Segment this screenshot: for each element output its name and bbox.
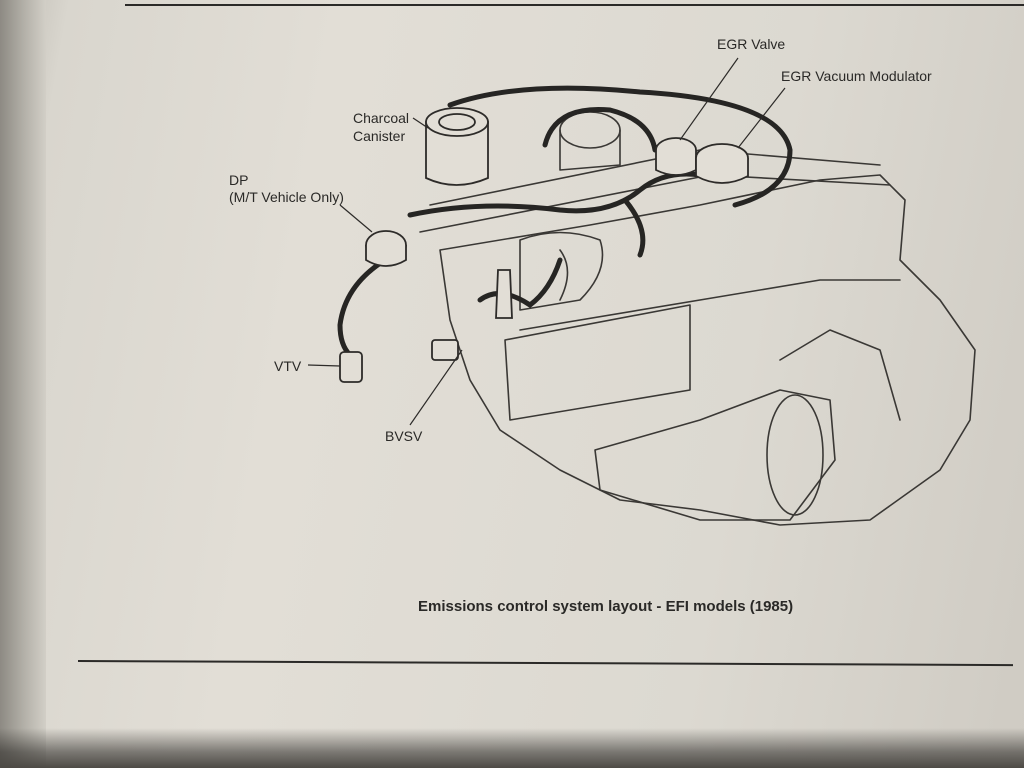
page-edge-shadow [0,728,1024,768]
vtv-unit [339,351,363,383]
charcoal-canister [425,121,489,186]
leader-egr-valve [679,57,739,141]
leader-bvsv [409,349,463,426]
book-spine-shadow [0,0,46,768]
label-dp: DP [229,172,249,188]
hose-dp [407,171,703,218]
label-egr-valve: EGR Valve [717,36,786,52]
label-dp-note: (M/T Vehicle Only) [229,189,344,205]
leader-charcoal [412,117,429,129]
hose-egr [542,106,658,153]
figure-caption: Emissions control system layout - EFI mo… [418,598,794,615]
air-box [504,304,691,421]
label-charcoal: Charcoal [353,110,410,126]
hose-vtv [337,257,388,358]
hose-canister-loop [447,85,793,208]
leader-vtv [307,364,341,367]
label-vtv: VTV [274,358,302,374]
label-canister: Canister [353,128,406,144]
air-cleaner [594,389,836,521]
leader-egr-modulator [737,87,786,149]
label-egr-vacuum-modulator: EGR Vacuum Modulator [781,68,932,84]
bvsv-unit [431,339,459,361]
top-rule [125,4,1024,6]
leader-dp [339,204,373,233]
engine-block [439,174,976,526]
label-bvsv: BVSV [385,428,423,444]
hose-bvsv [477,257,563,309]
